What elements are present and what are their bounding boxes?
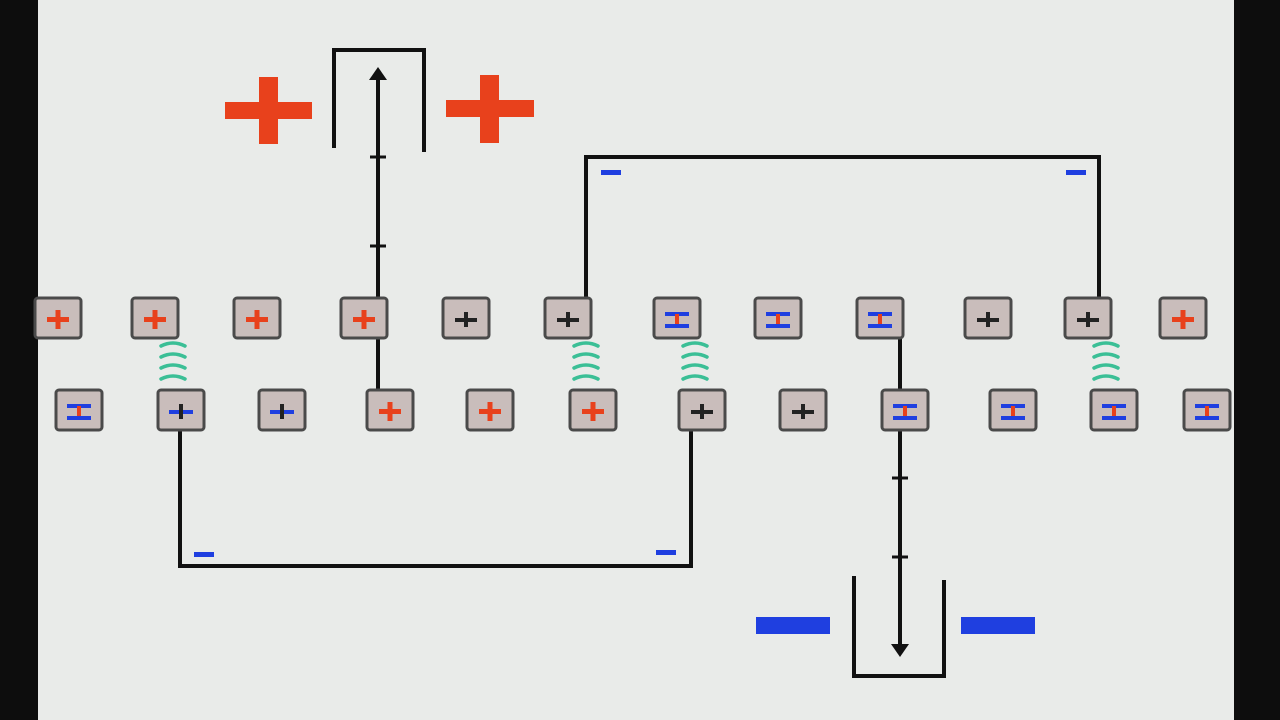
minus-sign-icon [756, 617, 830, 634]
diagram-background [38, 0, 1234, 720]
loop-minus-mark-right [1066, 170, 1086, 175]
bottom-row-cell-neutral-blue [158, 390, 204, 430]
top-row-cell-neutral [545, 298, 591, 338]
right-letterbox [1234, 0, 1280, 720]
top-row-cell-neutral [443, 298, 489, 338]
loop-minus-mark-left [601, 170, 621, 175]
bottom-row-cell-polarized [1091, 390, 1137, 430]
bottom-row-cell-polarized [990, 390, 1036, 430]
top-row-cell-neutral [1065, 298, 1111, 338]
bottom-row-cell-polarized [882, 390, 928, 430]
bottom-row-cell-neutral-blue [259, 390, 305, 430]
top-row-cell-plus [35, 298, 81, 338]
top-row-cell-plus [234, 298, 280, 338]
bottom-row-cell-polarized [1184, 390, 1230, 430]
left-letterbox [0, 0, 38, 720]
minus-sign-icon [961, 617, 1035, 634]
bottom-row-cell-neutral [679, 390, 725, 430]
top-row-cell-plus [132, 298, 178, 338]
top-row-cell-plus [341, 298, 387, 338]
top-row-cell-plus [1160, 298, 1206, 338]
top-row-cell-polarized [755, 298, 801, 338]
bottom-row-cell-plus [570, 390, 616, 430]
bottom-row-cell-neutral [780, 390, 826, 430]
top-row-cell-polarized [857, 298, 903, 338]
top-row-cell-neutral [965, 298, 1011, 338]
bottom-row-cell-plus [367, 390, 413, 430]
top-row-cell-polarized [654, 298, 700, 338]
bottom-row-cell-polarized [56, 390, 102, 430]
bottom-row-cell-plus [467, 390, 513, 430]
loop-minus-mark-right [656, 550, 676, 555]
loop-minus-mark-left [194, 552, 214, 557]
